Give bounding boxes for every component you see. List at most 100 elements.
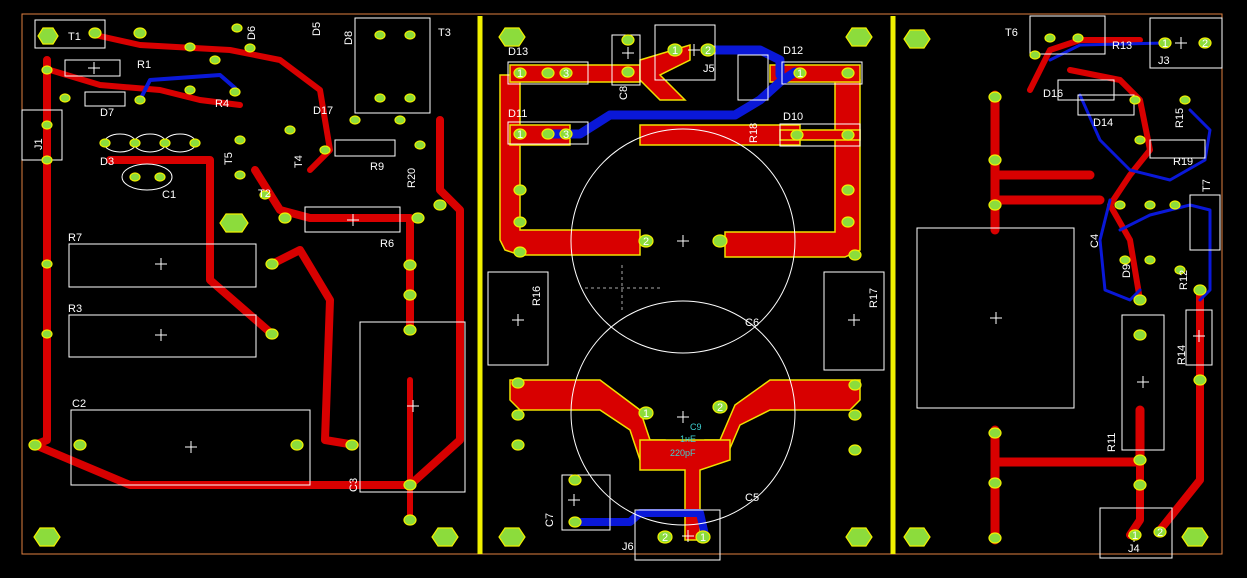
d11-outline — [507, 121, 589, 145]
r19-outline — [1149, 139, 1206, 159]
d12-outline — [781, 61, 863, 85]
r18-outline — [737, 54, 769, 101]
r7-outline — [68, 243, 257, 288]
c2-outline — [70, 409, 311, 486]
d10-outline — [779, 123, 861, 147]
bottom-trace-j5-d12 — [705, 45, 785, 80]
r17-outline — [823, 271, 885, 371]
label-r11: R11 — [1106, 433, 1118, 452]
label-d13: D13 — [508, 46, 528, 58]
c6-outline — [570, 128, 796, 354]
annotation-c9-line2: 1нЕ — [680, 434, 696, 444]
t1-outline — [34, 19, 106, 49]
mount-hole-r2 — [903, 527, 931, 547]
r9-outline — [334, 139, 396, 157]
j4-outline — [1099, 507, 1173, 559]
label-j1: J1 — [33, 138, 45, 150]
mounting-holes — [33, 27, 1209, 547]
label-d5: D5 — [311, 22, 323, 36]
mount-hole-m2 — [845, 27, 873, 47]
label-d9: D9 — [1121, 264, 1133, 278]
label-c5: C5 — [745, 492, 759, 504]
copper-left-rail — [31, 56, 51, 449]
mount-hole-tl — [37, 27, 59, 45]
mount-hole-m1 — [498, 27, 526, 47]
label-d14: D14 — [1093, 117, 1113, 129]
pin-3-d13: 3 — [563, 68, 569, 80]
pin-1-d13: 1 — [517, 68, 523, 80]
r1-outline — [64, 59, 121, 77]
mount-hole-c2 — [431, 527, 459, 547]
label-d10: D10 — [783, 111, 803, 123]
label-r19: R19 — [1173, 156, 1193, 168]
label-t6: T6 — [1005, 27, 1018, 39]
label-c6: C6 — [745, 317, 759, 329]
bottom-trace-left — [138, 73, 237, 102]
component-pads — [28, 23, 1212, 544]
bottom-trace-d11-d12 — [543, 67, 800, 139]
label-t5: T5 — [223, 152, 235, 165]
c4-outline — [916, 227, 1075, 409]
c5-outline — [570, 300, 796, 526]
label-r18: R18 — [748, 123, 760, 143]
r6-outline — [304, 206, 401, 233]
bottom-trace-right-b — [1118, 203, 1212, 302]
label-r17: R17 — [868, 288, 880, 308]
t7-outline — [1189, 194, 1221, 251]
copper-right-top-net — [1027, 37, 1153, 303]
copper-right-arm-top — [990, 155, 1105, 205]
copper-pour-top-left — [499, 74, 641, 256]
pin-3-d11: 3 — [563, 129, 569, 141]
label-t4: T4 — [293, 155, 305, 168]
r3-outline — [68, 314, 257, 358]
mount-hole-bl — [33, 527, 61, 547]
d13-outline — [507, 61, 589, 85]
copper-pour-c8 — [639, 43, 691, 101]
copper-left-r6 — [251, 166, 414, 334]
label-d6: D6 — [246, 26, 258, 40]
mount-hole-c1 — [219, 213, 249, 233]
copper-left-top2 — [47, 67, 243, 108]
label-r7: R7 — [68, 232, 82, 244]
j6-outline — [634, 509, 721, 561]
c3-outline — [359, 321, 466, 493]
bottom-trace-c7-j6 — [576, 509, 709, 539]
label-r12: R12 — [1178, 270, 1190, 290]
label-r20: R20 — [406, 168, 418, 188]
pin-2-c6: 2 — [643, 236, 649, 248]
label-r16: R16 — [531, 286, 543, 306]
copper-pour-top-right — [724, 79, 861, 258]
label-j6: J6 — [622, 541, 634, 553]
t3-outline — [354, 17, 431, 114]
copper-right-r11 — [1126, 456, 1144, 539]
copper-left-c2 — [31, 116, 464, 489]
label-d17: D17 — [313, 105, 333, 117]
pin-1-c5: 1 — [643, 408, 649, 420]
annotation-c9-line1: C9 — [690, 422, 702, 432]
label-j4: J4 — [1128, 543, 1140, 555]
d7-outline — [84, 91, 126, 107]
label-t3: T3 — [438, 27, 451, 39]
mount-hole-m3 — [498, 527, 526, 547]
label-t2: T2 — [258, 188, 271, 200]
pin-2-j4: 2 — [1157, 527, 1163, 539]
annotation-c9-line3: 220pF — [670, 448, 696, 458]
copper-left-r3 — [106, 156, 276, 338]
label-j5: J5 — [703, 63, 715, 75]
pin-1-j4: 1 — [1132, 530, 1138, 542]
d14-outline — [1077, 94, 1135, 116]
pin-1-d12: 1 — [797, 68, 803, 80]
pin-1-d11: 1 — [517, 129, 523, 141]
c1-outline — [121, 163, 173, 191]
label-t1: T1 — [68, 31, 81, 43]
label-d11: D11 — [508, 108, 527, 120]
label-r13: R13 — [1112, 40, 1132, 52]
label-t7: T7 — [1201, 179, 1213, 192]
label-c4: C4 — [1089, 234, 1101, 248]
pin-2-j6: 2 — [662, 532, 668, 544]
bottom-trace-right-a — [1048, 41, 1212, 302]
label-r14: R14 — [1176, 345, 1188, 365]
label-c1: C1 — [162, 189, 176, 201]
label-r9: R9 — [370, 161, 384, 173]
